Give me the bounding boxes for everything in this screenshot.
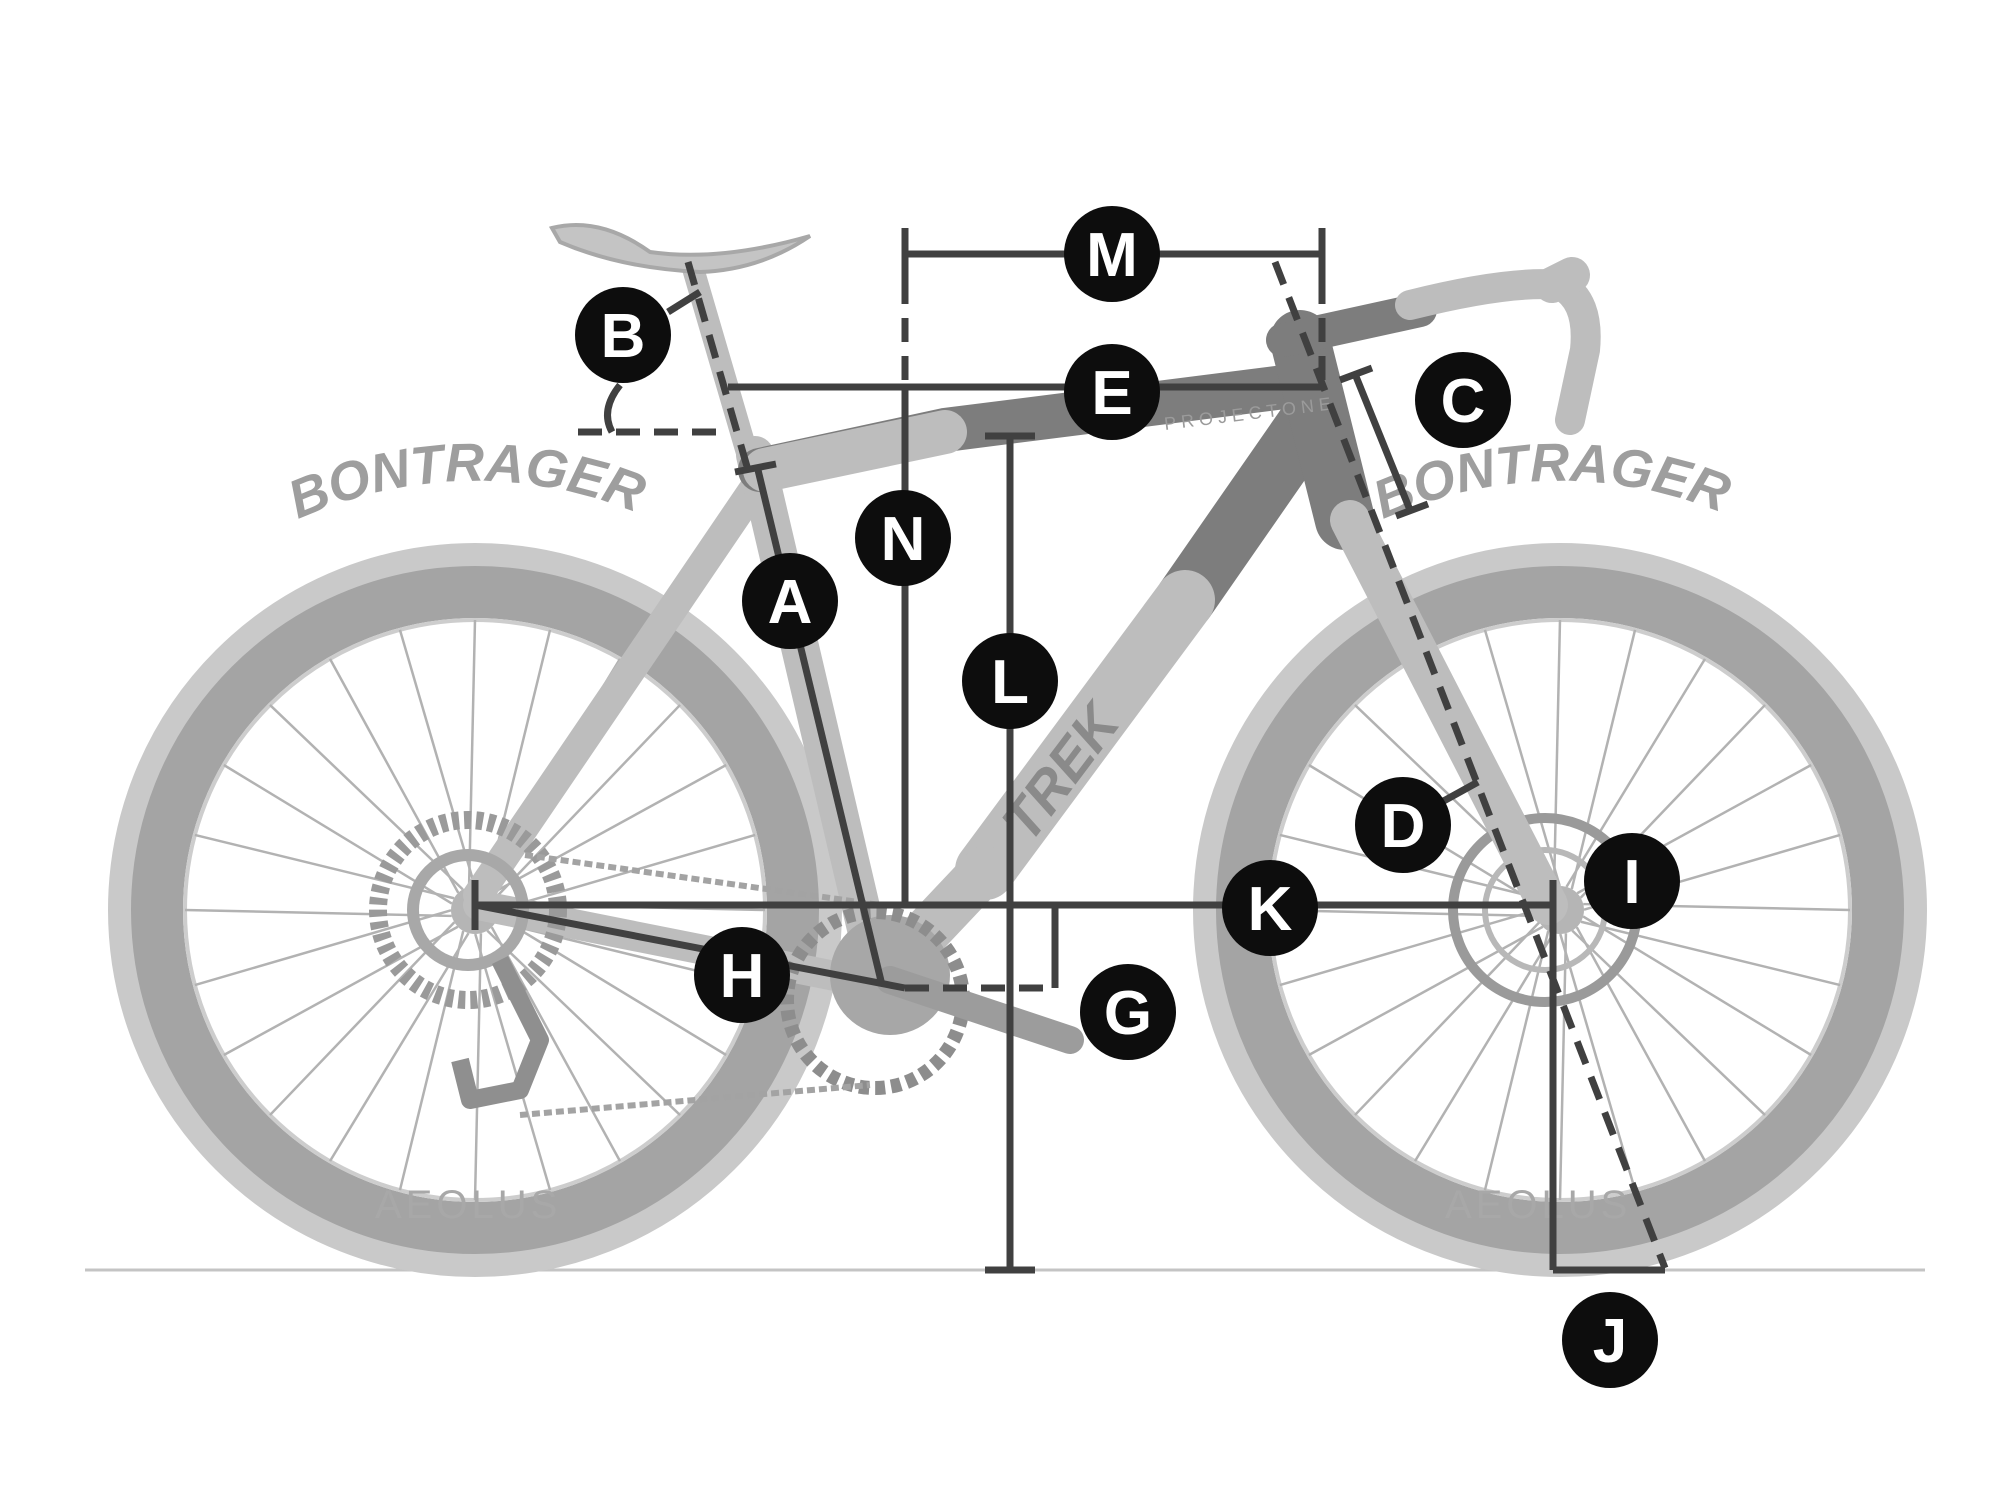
badge-M: M bbox=[1064, 206, 1160, 302]
badge-E: E bbox=[1064, 344, 1160, 440]
spoke bbox=[1558, 933, 1568, 1201]
svg-text:A: A bbox=[768, 568, 813, 637]
spoke bbox=[1354, 921, 1541, 1116]
chain-lower bbox=[519, 1082, 871, 1118]
spoke bbox=[491, 763, 727, 895]
svg-text:E: E bbox=[1091, 359, 1132, 428]
rear-tire-brand: BONTRAGER bbox=[280, 433, 653, 531]
spoke bbox=[398, 629, 476, 887]
spoke bbox=[1483, 930, 1550, 1191]
badge-A: A bbox=[742, 553, 838, 649]
steering-axis bbox=[1271, 260, 1669, 1270]
spoke bbox=[194, 909, 452, 987]
spoke bbox=[467, 619, 477, 887]
svg-text:B: B bbox=[601, 302, 646, 371]
spoke bbox=[473, 933, 483, 1201]
spoke bbox=[1559, 933, 1637, 1191]
front-tire-brand: BONTRAGER bbox=[1365, 433, 1738, 531]
spoke bbox=[328, 932, 470, 1162]
spoke bbox=[1571, 929, 1766, 1116]
svg-text:N: N bbox=[881, 505, 926, 574]
down-tube-lower bbox=[955, 570, 1215, 900]
svg-text:J: J bbox=[1593, 1307, 1627, 1376]
spoke bbox=[1279, 909, 1537, 987]
front-rim-brand: AEOLUS bbox=[1445, 1183, 1631, 1227]
measurement-badges: M E B C N A L D bbox=[575, 206, 1680, 1388]
line-B-arc bbox=[604, 382, 623, 434]
badge-H: H bbox=[694, 927, 790, 1023]
front-tire bbox=[1193, 543, 1927, 1277]
badge-J: J bbox=[1562, 1292, 1658, 1388]
svg-text:C: C bbox=[1441, 367, 1486, 436]
spoke bbox=[1580, 920, 1841, 987]
spoke bbox=[1575, 926, 1707, 1162]
spoke bbox=[398, 930, 465, 1191]
line-C bbox=[1351, 372, 1414, 512]
svg-text:D: D bbox=[1381, 792, 1426, 861]
seat-stay bbox=[463, 465, 775, 910]
front-wheel: BONTRAGER AEOLUS bbox=[1193, 433, 1927, 1277]
spoke bbox=[269, 704, 464, 891]
svg-text:H: H bbox=[720, 942, 765, 1011]
spoke bbox=[1565, 658, 1707, 888]
spoke bbox=[194, 833, 455, 900]
rear-derailleur bbox=[451, 955, 549, 1109]
badge-K: K bbox=[1222, 860, 1318, 956]
badge-G: G bbox=[1080, 964, 1176, 1060]
spoke bbox=[269, 921, 456, 1116]
badge-I: I bbox=[1584, 833, 1680, 929]
svg-text:G: G bbox=[1104, 979, 1152, 1048]
line-H bbox=[474, 901, 906, 992]
badge-N: N bbox=[855, 490, 951, 586]
badge-D: D bbox=[1355, 777, 1451, 873]
saddle bbox=[548, 223, 812, 275]
spoke bbox=[1582, 915, 1812, 1057]
svg-text:L: L bbox=[991, 648, 1029, 717]
spoke bbox=[223, 763, 453, 905]
spoke bbox=[328, 658, 460, 894]
spoke bbox=[1308, 925, 1544, 1057]
cassette bbox=[369, 811, 567, 1009]
rear-tire bbox=[108, 543, 842, 1277]
head-tube bbox=[1270, 310, 1375, 550]
badge-C: C bbox=[1415, 352, 1511, 448]
brake-lever bbox=[1534, 257, 1590, 303]
rear-rim bbox=[131, 566, 819, 1254]
svg-text:I: I bbox=[1623, 848, 1640, 917]
spoke bbox=[223, 925, 459, 1057]
down-tube-upper bbox=[1155, 390, 1340, 630]
spoke bbox=[474, 933, 552, 1191]
spoke bbox=[497, 915, 727, 1057]
seat-post bbox=[681, 254, 763, 481]
rear-rim-brand: AEOLUS bbox=[375, 1183, 561, 1227]
spoke bbox=[1483, 629, 1561, 887]
svg-text:K: K bbox=[1248, 875, 1293, 944]
spoke bbox=[1570, 629, 1637, 890]
spoke bbox=[494, 704, 681, 899]
measurement-lines bbox=[471, 228, 1669, 1274]
badge-B: B bbox=[575, 287, 671, 383]
badge-L: L bbox=[962, 633, 1058, 729]
spoke bbox=[486, 929, 681, 1116]
fork bbox=[1330, 500, 1568, 925]
spoke bbox=[1552, 619, 1562, 887]
svg-text:M: M bbox=[1086, 221, 1138, 290]
